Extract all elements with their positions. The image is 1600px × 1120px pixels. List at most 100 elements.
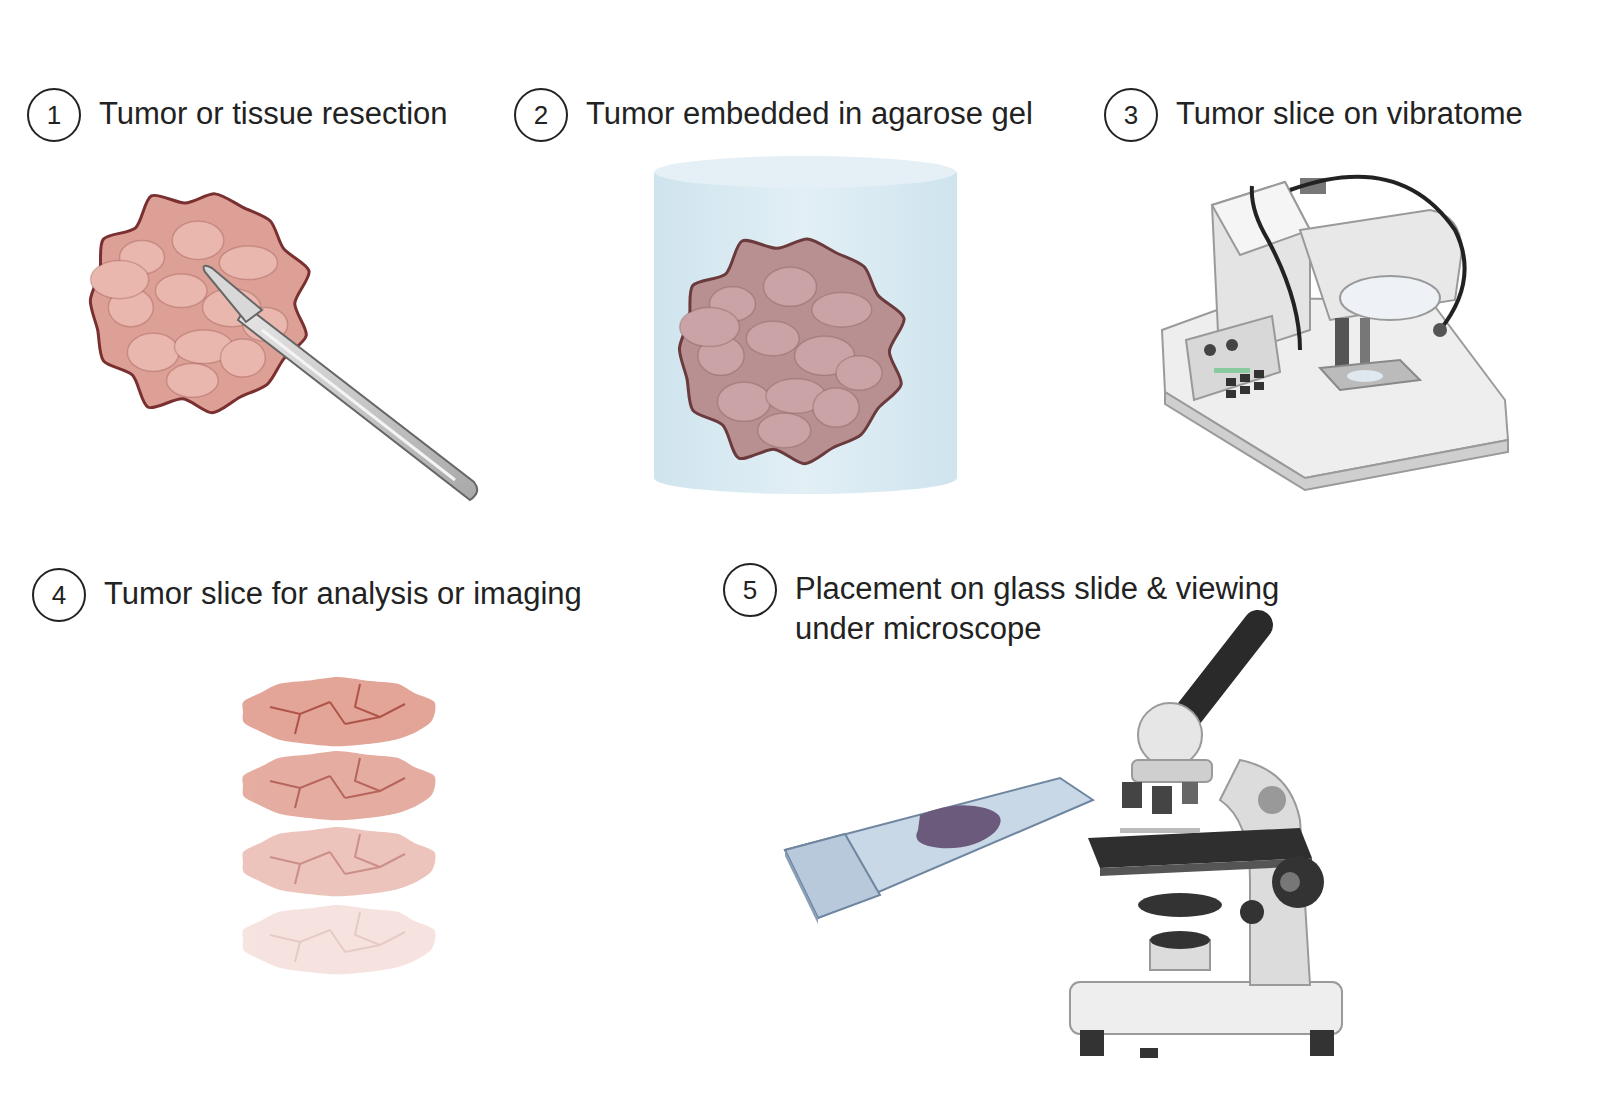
glass-slide-part xyxy=(785,850,818,924)
vibratome-part xyxy=(1360,318,1370,363)
microscope-part xyxy=(1070,982,1342,1034)
step-label: Tumor slice for analysis or imaging xyxy=(104,574,582,614)
tumor-embedded-part xyxy=(718,382,771,421)
vibratome-part xyxy=(1433,323,1447,337)
vibratome-part-part xyxy=(1226,390,1236,398)
tumor-slices-part-part xyxy=(355,758,380,791)
tumor-resected xyxy=(90,194,309,413)
tumor-slices-part-part xyxy=(242,827,435,896)
vibratome-part xyxy=(1347,370,1383,382)
tumor-slices-part xyxy=(242,751,435,820)
tumor-slices xyxy=(242,677,435,974)
step-label: Tumor embedded in agarose gel xyxy=(586,94,1033,134)
vibratome-part xyxy=(1226,339,1238,351)
tumor-resected-part xyxy=(155,274,207,308)
tumor-slices-part-part xyxy=(270,852,330,864)
vibratome-part xyxy=(1320,360,1420,390)
tumor-embedded-part xyxy=(812,293,872,328)
scalpel-part xyxy=(238,306,477,500)
microscope-part xyxy=(1182,782,1198,804)
tumor-embedded-part xyxy=(836,356,882,391)
microscope xyxy=(1070,625,1342,1058)
vibratome-part xyxy=(1290,177,1465,330)
vibratome-part-part xyxy=(1226,378,1236,386)
tumor-embedded-part xyxy=(813,388,859,427)
tumor-embedded-part xyxy=(764,267,817,306)
step-number: 5 xyxy=(723,563,777,617)
step-number: 4 xyxy=(32,568,86,622)
tumor-slices-part-part xyxy=(242,677,435,746)
tumor-embedded-part xyxy=(680,307,740,346)
step-number: 1 xyxy=(27,88,81,142)
tumor-slices-part-part xyxy=(355,834,380,867)
agarose-cylinder-part xyxy=(654,172,957,494)
microscope-part xyxy=(1180,625,1258,725)
tumor-resected-part xyxy=(127,333,179,371)
vibratome xyxy=(1162,177,1508,490)
microscope-part xyxy=(1138,703,1202,767)
tumor-embedded-part xyxy=(679,239,904,464)
step-number: 2 xyxy=(514,88,568,142)
tumor-slices-part-part xyxy=(355,912,380,945)
vibratome-part xyxy=(1335,318,1349,368)
tumor-slices-part-part xyxy=(295,788,300,808)
tumor-resected-part xyxy=(167,364,219,398)
step-label: Placement on glass slide & viewing under… xyxy=(795,569,1335,649)
tumor-embedded xyxy=(679,239,904,464)
tumor-embedded-part xyxy=(758,413,811,448)
vibratome-part xyxy=(1300,210,1462,320)
scalpel-part xyxy=(262,330,455,480)
vibratome-part-part xyxy=(1240,374,1250,382)
tumor-resected-part xyxy=(172,221,224,259)
tumor-slices-part-part xyxy=(270,776,330,788)
microscope-part xyxy=(1132,760,1212,782)
step-item: 3 Tumor slice on vibratome xyxy=(1104,88,1523,142)
microscope-part xyxy=(1310,1030,1334,1056)
tumor-slices-part-part xyxy=(270,930,330,942)
tumor-slices-part-part xyxy=(330,930,345,952)
microscope-part xyxy=(1138,893,1222,917)
tumor-slices-part-part xyxy=(295,864,300,884)
glass-slide-part xyxy=(785,778,1093,918)
tumor-slices-part xyxy=(242,905,435,974)
vibratome-part-part xyxy=(1254,370,1264,378)
microscope-part xyxy=(1080,1030,1104,1056)
microscope-part xyxy=(1122,782,1142,808)
tumor-resected-part xyxy=(219,246,277,280)
vibratome-part-part xyxy=(1240,386,1250,394)
tumor-embedded-part xyxy=(746,321,799,356)
glass-slide xyxy=(785,778,1093,924)
microscope-part xyxy=(1140,1048,1158,1058)
tumor-slices-part-part xyxy=(270,702,330,714)
microscope-part xyxy=(1150,931,1210,949)
tumor-slices-part-part xyxy=(295,942,300,962)
tumor-slices-part-part xyxy=(242,751,435,820)
microscope-part xyxy=(1258,786,1286,814)
scalpel xyxy=(204,266,478,500)
vibratome-part xyxy=(1214,368,1250,373)
scalpel-part xyxy=(204,266,262,322)
vibratome-part xyxy=(1252,186,1300,350)
step-item: 5 Placement on glass slide & viewing unde… xyxy=(723,563,1335,649)
microscope-part xyxy=(1120,828,1200,833)
microscope-part xyxy=(1280,872,1300,892)
tumor-slices-part xyxy=(242,827,435,896)
step-label: Tumor slice on vibratome xyxy=(1176,94,1523,134)
tumor-slices-part-part xyxy=(330,702,345,724)
step-item: 2 Tumor embedded in agarose gel xyxy=(514,88,1033,142)
glass-slide-part xyxy=(916,805,1000,848)
tumor-resected-part xyxy=(90,261,148,299)
agarose-cylinder-part xyxy=(654,156,956,188)
vibratome-part xyxy=(1186,316,1280,400)
agarose-cylinder xyxy=(654,156,957,494)
tumor-slices-part-part xyxy=(330,776,345,798)
vibratome-part-part xyxy=(1254,382,1264,390)
vibratome-part xyxy=(1212,182,1310,255)
step-number: 3 xyxy=(1104,88,1158,142)
microscope-part xyxy=(1152,786,1172,814)
tumor-slices-part-part xyxy=(355,684,380,717)
tumor-slices-part-part xyxy=(330,852,345,874)
microscope-part xyxy=(1272,856,1324,908)
tumor-resected-part xyxy=(220,339,265,377)
step-label: Tumor or tissue resection xyxy=(99,94,448,134)
